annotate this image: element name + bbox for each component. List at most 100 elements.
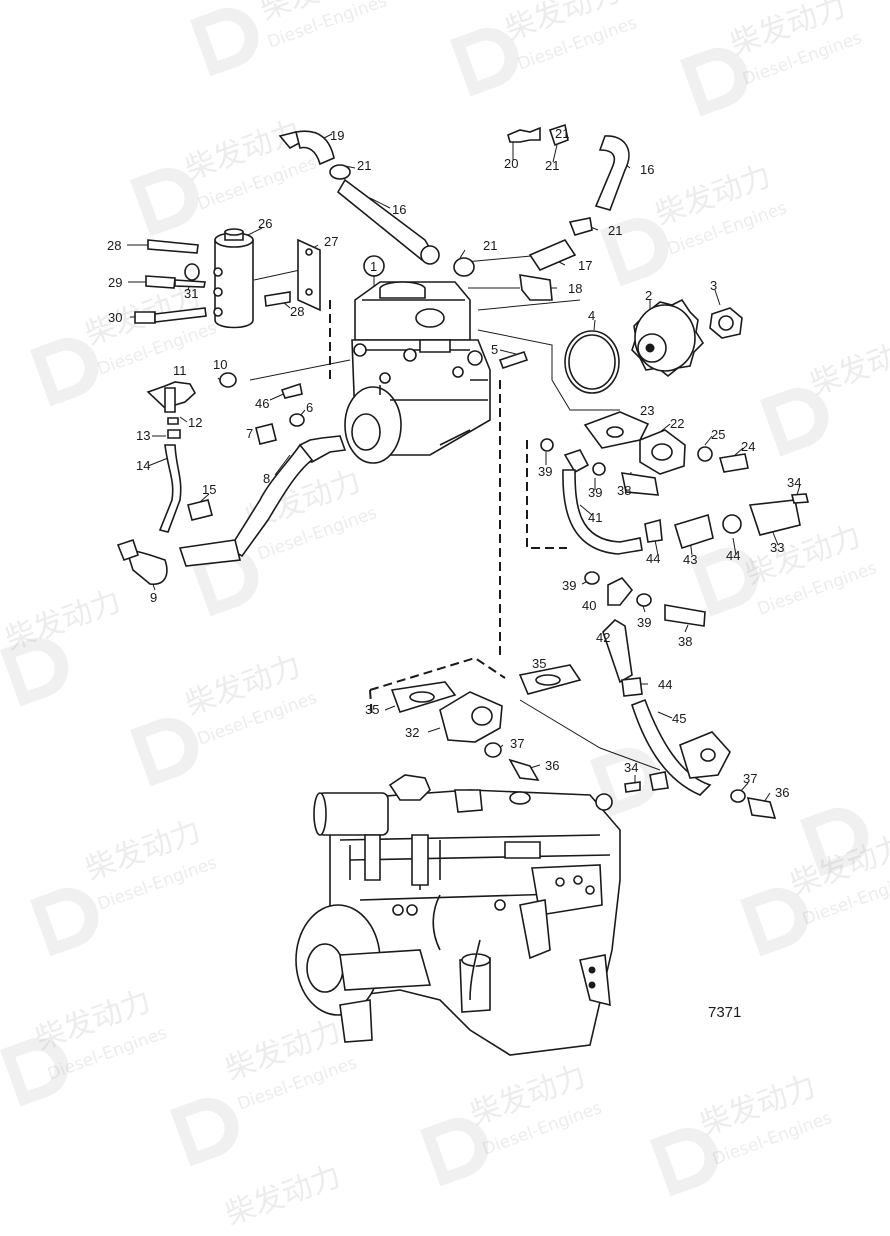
callout-label: 28 bbox=[107, 238, 121, 253]
callout-label: 33 bbox=[770, 540, 784, 555]
callout-label: 30 bbox=[108, 310, 122, 325]
left-fittings bbox=[146, 350, 529, 533]
watermark-logo bbox=[0, 1037, 69, 1107]
callout-label: 13 bbox=[136, 428, 150, 443]
watermark-logo bbox=[600, 217, 669, 287]
callout-label: 38 bbox=[678, 634, 692, 649]
watermark-logo bbox=[190, 547, 259, 617]
callout-label: 34 bbox=[624, 760, 638, 775]
callout-label: 31 bbox=[184, 286, 198, 301]
callout-label: 37 bbox=[743, 771, 757, 786]
callout-label: 19 bbox=[330, 128, 344, 143]
callout-label: 8 bbox=[263, 471, 270, 486]
o-ring-inner bbox=[568, 334, 616, 390]
callout-label: 28 bbox=[290, 304, 304, 319]
callout-label: 34 bbox=[787, 475, 801, 490]
callout-label: 40 bbox=[582, 598, 596, 613]
callout-label: 22 bbox=[670, 416, 684, 431]
compressor-port bbox=[415, 308, 445, 328]
callout-label: 46 bbox=[255, 396, 269, 411]
callout-label: 23 bbox=[640, 403, 654, 418]
watermark-logo bbox=[170, 1097, 239, 1167]
bolts-left bbox=[134, 239, 291, 324]
callout-label: 45 bbox=[672, 711, 686, 726]
callout-label: 44 bbox=[658, 677, 672, 692]
engine-compressor-detail bbox=[531, 864, 603, 916]
callout-labels: 1 2 3 4 5 6 7 8 9 10 11 12 13 14 15 16 1… bbox=[107, 126, 801, 800]
callout-label: 7 bbox=[246, 426, 253, 441]
callout-label: 18 bbox=[568, 281, 582, 296]
watermark-logo bbox=[450, 27, 519, 97]
mounting-bracket bbox=[297, 238, 321, 312]
upper-hoses bbox=[278, 123, 630, 301]
watermark-brand: 柴发动力 bbox=[221, 1159, 346, 1233]
callout-label: 39 bbox=[562, 578, 576, 593]
callout-label: 41 bbox=[588, 510, 602, 525]
callout-label: 21 bbox=[357, 158, 371, 173]
callout-label: 29 bbox=[108, 275, 122, 290]
callout-label: 17 bbox=[578, 258, 592, 273]
callout-label: 20 bbox=[504, 156, 518, 171]
callout-label: 16 bbox=[392, 202, 406, 217]
watermark-logo bbox=[30, 337, 99, 407]
drive-gear bbox=[631, 298, 705, 378]
watermark-logo bbox=[0, 637, 69, 707]
watermark-logo bbox=[420, 1117, 489, 1187]
callout-label: 35 bbox=[532, 656, 546, 671]
engine-overview bbox=[295, 774, 621, 1056]
callout-label: 21 bbox=[555, 126, 569, 141]
callout-label: 10 bbox=[213, 357, 227, 372]
callout-label: 1 bbox=[370, 259, 377, 274]
callout-label: 21 bbox=[545, 158, 559, 173]
watermark-logo bbox=[680, 47, 749, 117]
callout-label: 35 bbox=[365, 702, 379, 717]
right-pipe-system bbox=[540, 411, 810, 819]
callout-label: 39 bbox=[588, 485, 602, 500]
hex-nut bbox=[709, 307, 743, 339]
air-compressor bbox=[344, 281, 491, 464]
watermark-logo bbox=[690, 547, 759, 617]
callout-label: 39 bbox=[637, 615, 651, 630]
callout-label: 21 bbox=[608, 223, 622, 238]
watermark-brand: 柴发动力 bbox=[1, 584, 126, 658]
callout-label: 12 bbox=[188, 415, 202, 430]
callout-label: 36 bbox=[545, 758, 559, 773]
callout-label: 24 bbox=[741, 439, 755, 454]
o-ring bbox=[564, 330, 620, 394]
callout-label: 3 bbox=[710, 278, 717, 293]
watermark-logo bbox=[760, 387, 829, 457]
callout-label: 37 bbox=[510, 736, 524, 751]
watermark-brand: 柴发动力 bbox=[806, 329, 890, 403]
callout-label: 5 bbox=[491, 342, 498, 357]
callout-label: 25 bbox=[711, 427, 725, 442]
callout-label: 44 bbox=[646, 551, 660, 566]
lower-flanges bbox=[390, 664, 582, 781]
drawing-number: 7371 bbox=[708, 1004, 742, 1021]
callout-label: 38 bbox=[617, 483, 631, 498]
callout-label: 27 bbox=[324, 234, 338, 249]
callout-label: 26 bbox=[258, 216, 272, 231]
watermark-logo bbox=[740, 887, 809, 957]
watermark-logo bbox=[30, 887, 99, 957]
callout-label: 16 bbox=[640, 162, 654, 177]
callout-label: 15 bbox=[202, 482, 216, 497]
callout-label: 42 bbox=[596, 630, 610, 645]
hose-lower-left bbox=[116, 435, 347, 585]
callout-label: 39 bbox=[538, 464, 552, 479]
callout-label: 14 bbox=[136, 458, 150, 473]
watermark-logo bbox=[130, 717, 199, 787]
callout-label: 4 bbox=[588, 308, 595, 323]
watermark-logo bbox=[190, 7, 259, 77]
callout-label: 36 bbox=[775, 785, 789, 800]
callout-label: 6 bbox=[306, 400, 313, 415]
callout-label: 43 bbox=[683, 552, 697, 567]
callout-circle bbox=[363, 255, 385, 277]
callout-label: 44 bbox=[726, 548, 740, 563]
callout-label: 9 bbox=[150, 590, 157, 605]
unloader-valve bbox=[213, 228, 254, 329]
assembly-dashed-lines bbox=[329, 300, 567, 719]
callout-label: 21 bbox=[483, 238, 497, 253]
watermark-logo bbox=[800, 807, 869, 877]
callout-label: 32 bbox=[405, 725, 419, 740]
